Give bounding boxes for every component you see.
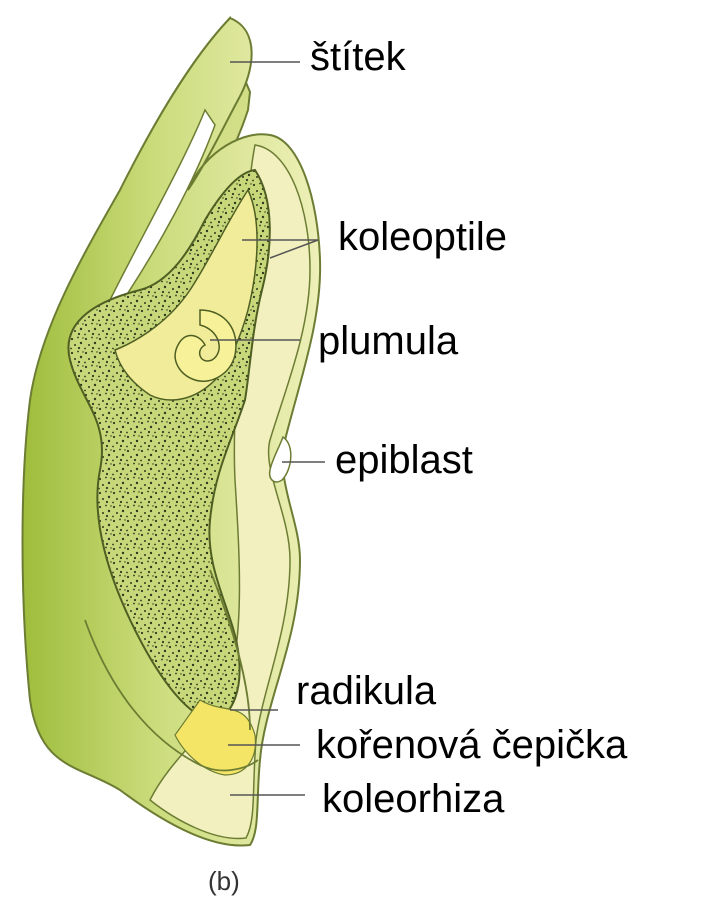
label-koleoptile: koleoptile bbox=[338, 214, 507, 260]
label-korenova-cepicka: kořenová čepička bbox=[316, 722, 627, 768]
label-koleorhiza: koleorhiza bbox=[322, 776, 504, 822]
label-stitek: štítek bbox=[310, 34, 406, 80]
label-radikula: radikula bbox=[296, 668, 436, 714]
label-plumula: plumula bbox=[318, 318, 458, 364]
label-epiblast: epiblast bbox=[335, 437, 473, 483]
figure-caption: (b) bbox=[208, 866, 240, 897]
